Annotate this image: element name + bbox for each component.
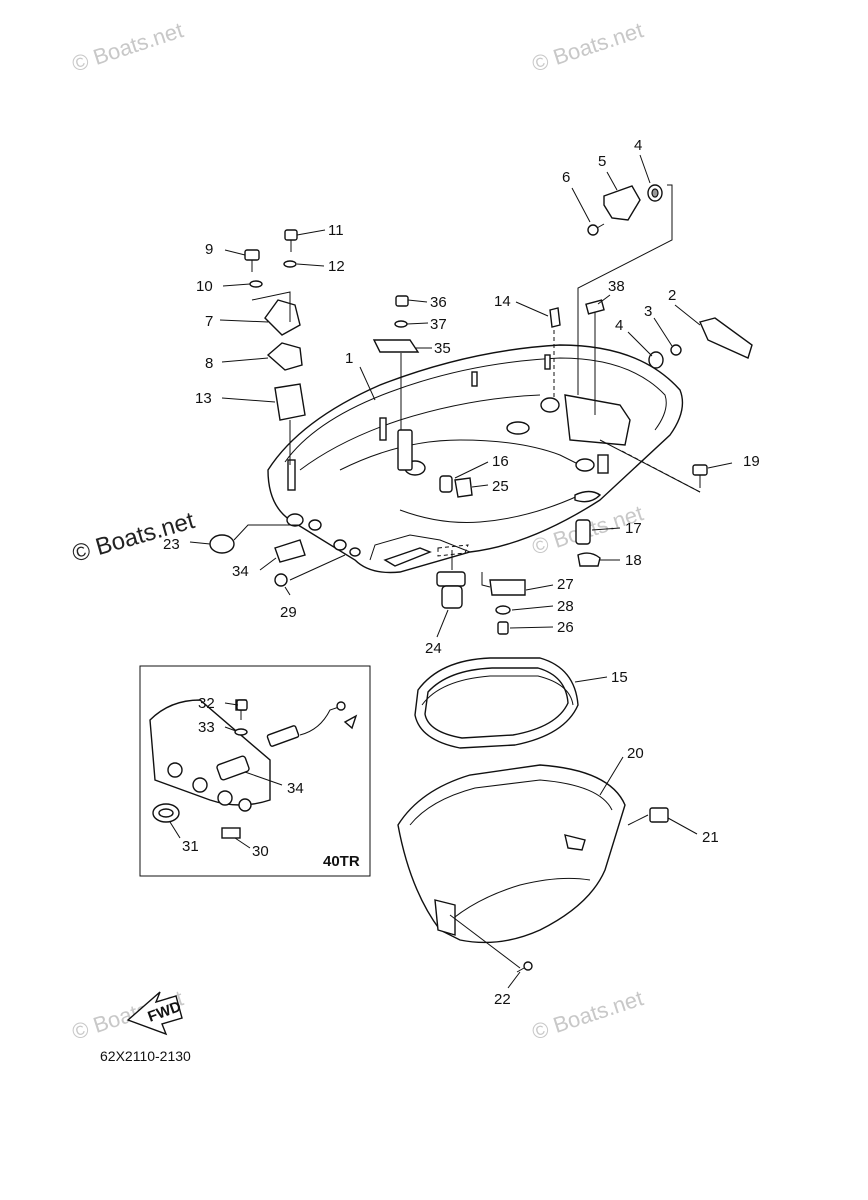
callout-33: 33 <box>198 719 215 736</box>
callout-9: 9 <box>205 241 213 258</box>
callout-27: 27 <box>557 576 574 593</box>
callout-15: 15 <box>611 669 628 686</box>
callout-34b: 34 <box>287 780 304 797</box>
callout-4a: 4 <box>615 317 623 334</box>
inset-box <box>139 665 371 877</box>
inset-label: 40TR <box>323 853 360 870</box>
callout-35: 35 <box>434 340 451 357</box>
small-parts <box>209 184 753 973</box>
callout-13: 13 <box>195 390 212 407</box>
callout-36: 36 <box>430 294 447 311</box>
callout-3: 3 <box>644 303 652 320</box>
callout-32: 32 <box>198 695 215 712</box>
callout-29: 29 <box>280 604 297 621</box>
callout-4b: 4 <box>634 137 642 154</box>
callout-10: 10 <box>196 278 213 295</box>
callout-5: 5 <box>598 153 606 170</box>
callout-26: 26 <box>557 619 574 636</box>
callout-7: 7 <box>205 313 213 330</box>
callout-11: 11 <box>328 222 344 239</box>
leader-lines <box>169 154 733 989</box>
callout-12: 12 <box>328 258 345 275</box>
callout-37: 37 <box>430 316 447 333</box>
callout-19: 19 <box>743 453 760 470</box>
callout-16: 16 <box>492 453 509 470</box>
callout-14: 14 <box>494 293 511 310</box>
callout-18: 18 <box>625 552 642 569</box>
diagram-code: 62X2110-2130 <box>100 1048 191 1064</box>
callout-2: 2 <box>668 287 676 304</box>
callout-22: 22 <box>494 991 511 1008</box>
callout-34a: 34 <box>232 563 249 580</box>
callout-23: 23 <box>163 536 180 553</box>
watermark-top-left: © Boats.net <box>69 17 186 76</box>
callout-6: 6 <box>562 169 570 186</box>
inset-parts <box>149 699 358 839</box>
callout-25: 25 <box>492 478 509 495</box>
callout-20: 20 <box>627 745 644 762</box>
callout-24: 24 <box>425 640 442 657</box>
callout-labels: 1 2 3 4 4 5 6 7 8 9 10 11 12 13 14 15 16… <box>163 137 760 1008</box>
bottom-cowling <box>267 344 684 574</box>
callout-1: 1 <box>345 350 353 367</box>
callout-8: 8 <box>205 355 213 372</box>
callout-30: 30 <box>252 843 269 860</box>
callout-28: 28 <box>557 598 574 615</box>
seal-ring <box>414 657 579 749</box>
callout-38: 38 <box>608 278 625 295</box>
callout-31: 31 <box>182 838 199 855</box>
watermark-bottom-right: © Boats.net <box>529 985 646 1044</box>
callout-21: 21 <box>702 829 719 846</box>
watermark-top-right: © Boats.net <box>529 17 646 76</box>
lower-case <box>397 764 626 944</box>
callout-17: 17 <box>625 520 642 537</box>
